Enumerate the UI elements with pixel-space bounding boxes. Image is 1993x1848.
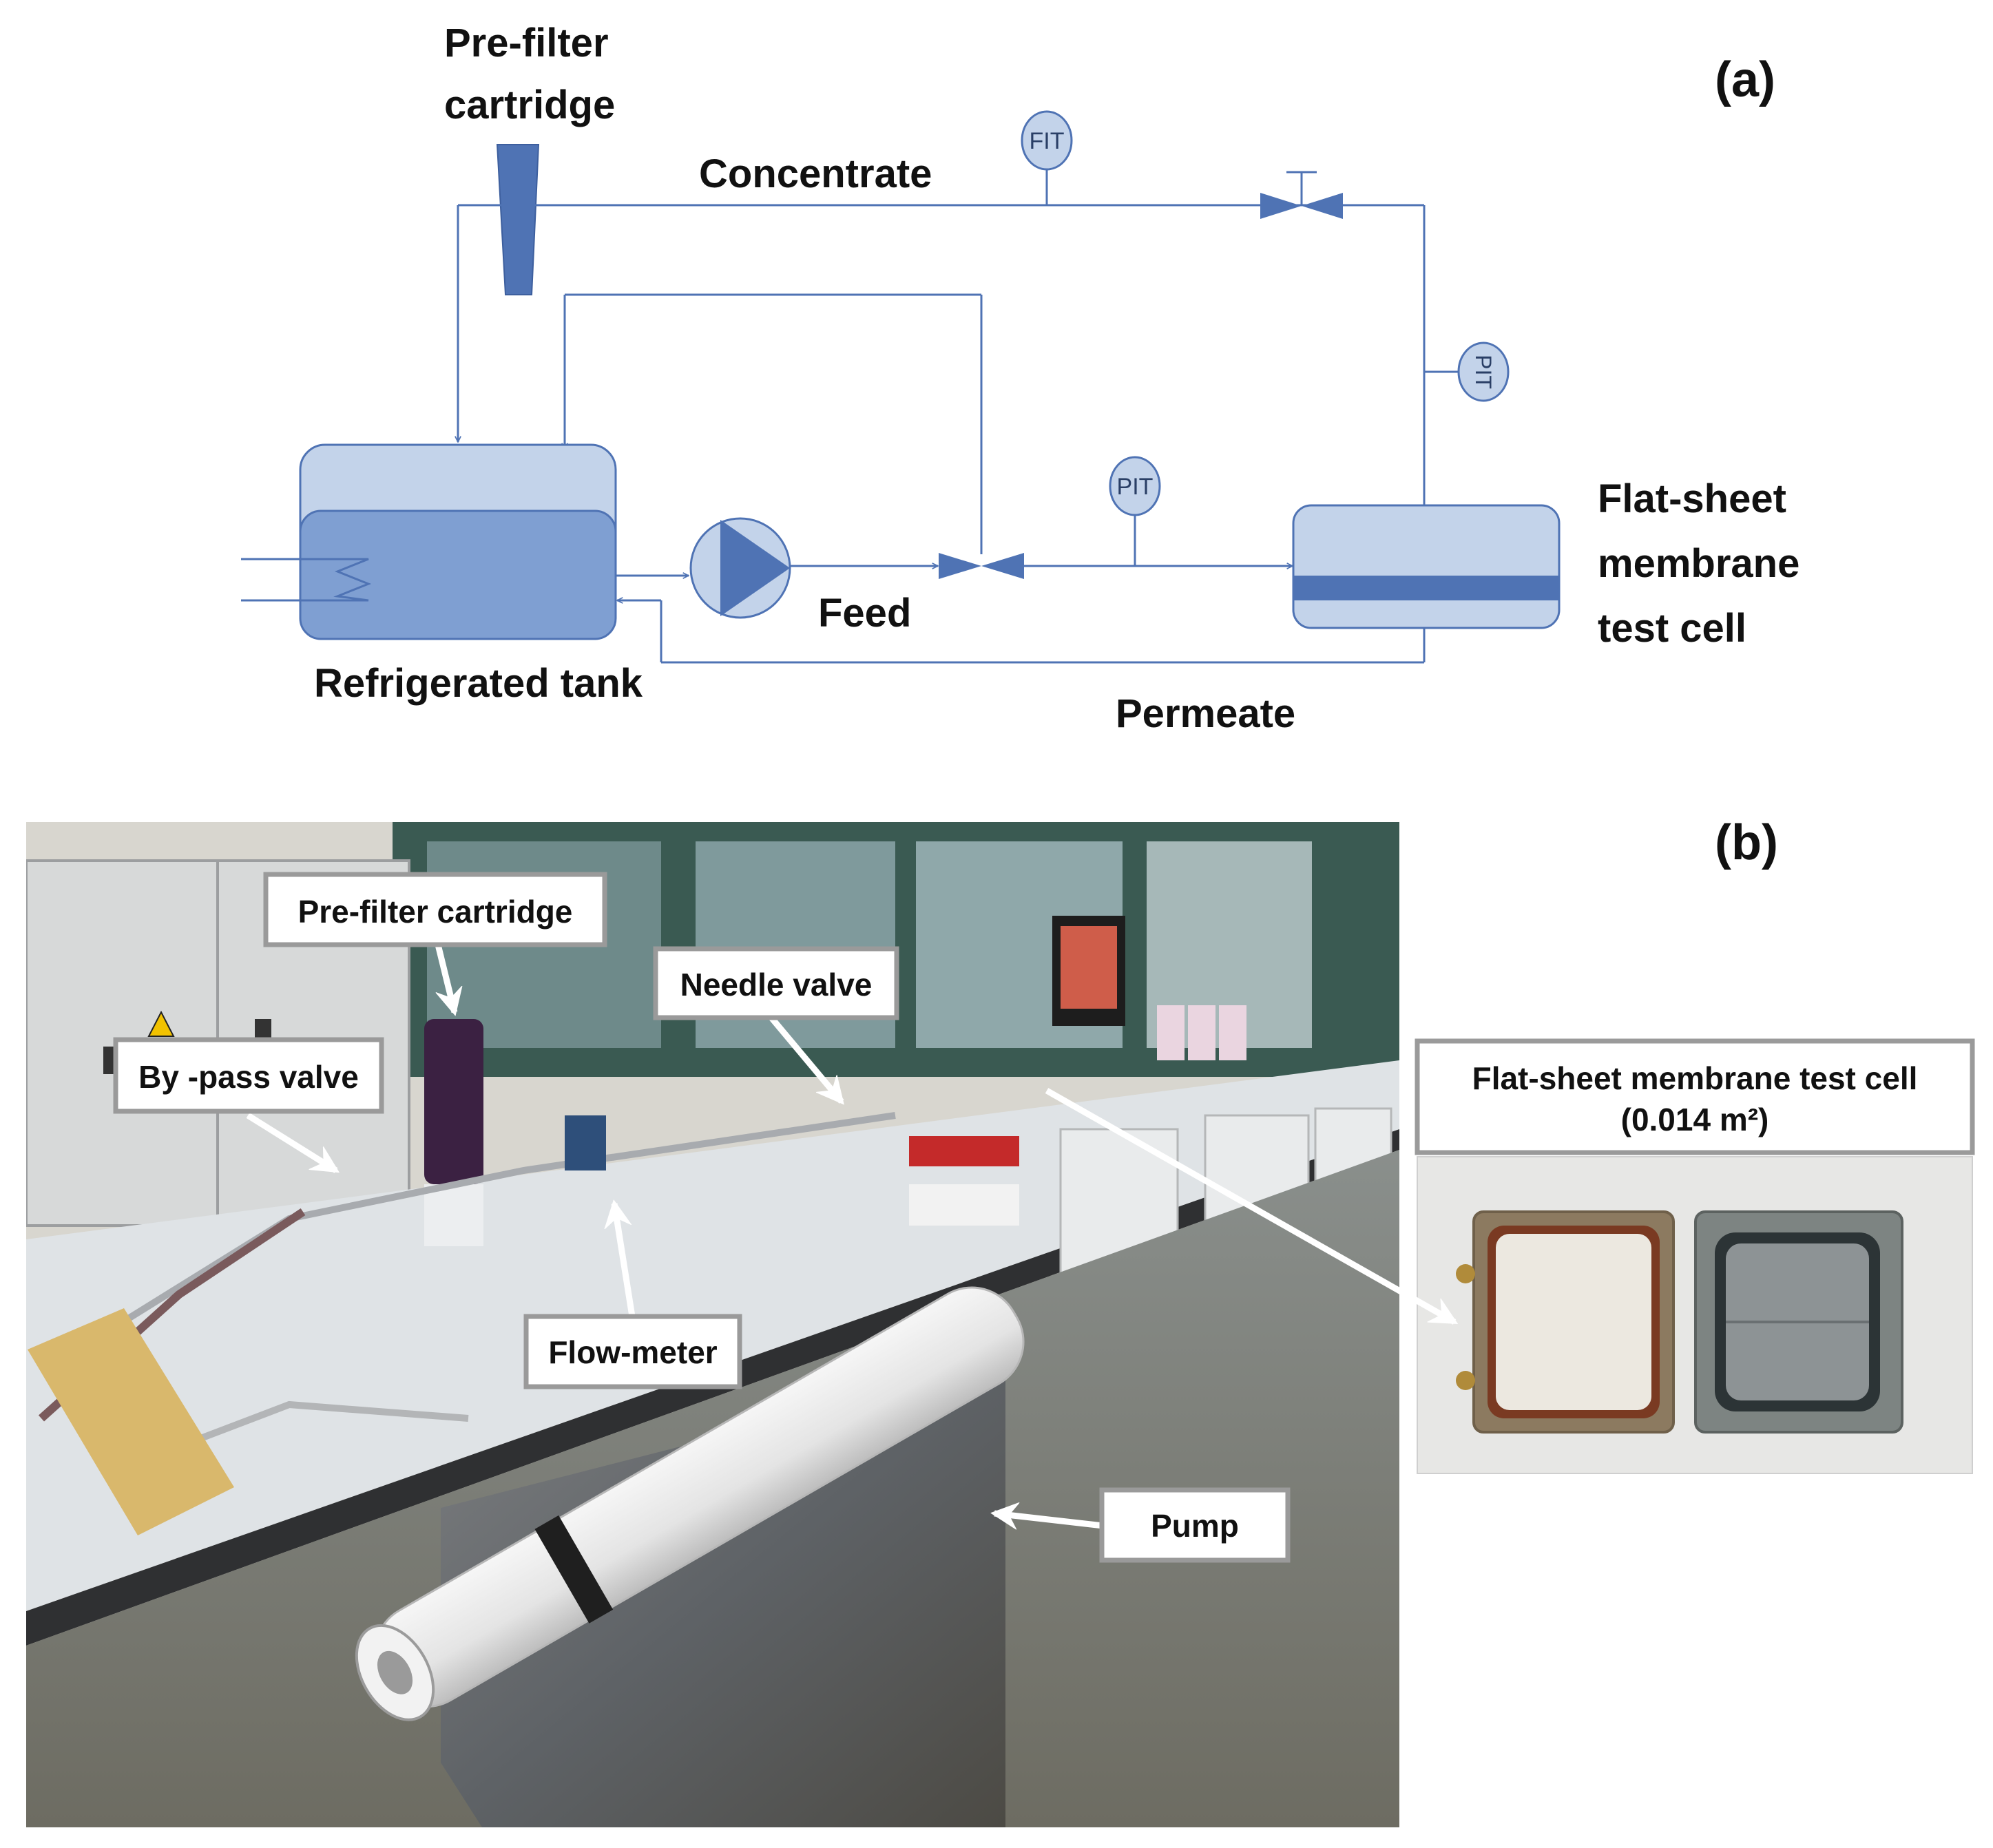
svg-text:Needle valve: Needle valve xyxy=(680,967,873,1002)
svg-text:Pump: Pump xyxy=(1151,1508,1239,1544)
membrane-test-cell xyxy=(1292,504,1561,629)
feed-label: Feed xyxy=(818,591,911,636)
arrow-needle-valve xyxy=(769,1016,842,1102)
svg-text:Flow-meter: Flow-meter xyxy=(548,1334,717,1370)
membrane-label-line2: membrane xyxy=(1598,541,1799,586)
prefilter-label-line2: cartridge xyxy=(444,83,615,127)
arrow-pump xyxy=(994,1513,1104,1526)
svg-text:By -pass valve: By -pass valve xyxy=(138,1059,359,1095)
membrane-label-line1: Flat-sheet xyxy=(1598,476,1786,521)
process-diagram: (a) Pre-filter cartridge Concentrate FIT… xyxy=(241,21,1799,736)
membrane-label-line3: test cell xyxy=(1598,606,1746,651)
callout-needle-valve: Needle valve xyxy=(653,946,899,1020)
svg-text:Pre-filter cartridge: Pre-filter cartridge xyxy=(298,894,573,930)
panel-b-tag: (b) xyxy=(1715,815,1778,870)
pump-housing xyxy=(441,1363,1005,1827)
membrane-sheet xyxy=(1293,576,1559,600)
concentrate-label: Concentrate xyxy=(699,151,932,196)
prefilter-cartridge xyxy=(496,144,540,295)
arrow-prefilter xyxy=(435,943,455,1012)
fit-instrument xyxy=(1021,110,1073,171)
callout-bypass-valve: By -pass valve xyxy=(113,1037,384,1114)
callout-pump: Pump xyxy=(1099,1487,1291,1563)
concentrate-needle-valve xyxy=(1260,193,1302,219)
prefilter-housing xyxy=(424,1019,483,1184)
svg-text:Flat-sheet membrane test cell: Flat-sheet membrane test cell xyxy=(1472,1060,1918,1096)
fit-label: FIT xyxy=(1030,128,1065,154)
arrow-membrane-cell xyxy=(1045,1088,1454,1325)
pit-feed-label: PIT xyxy=(1117,474,1154,500)
pit-vertical-instrument xyxy=(1457,342,1510,402)
prefilter-label-line1: Pre-filter xyxy=(444,21,609,65)
callout-flow-meter: Flow-meter xyxy=(523,1314,742,1389)
permeate-label: Permeate xyxy=(1116,691,1295,736)
panel-a-tag: (a) xyxy=(1715,52,1775,107)
flow-meter-device xyxy=(565,1115,606,1170)
pit-feed-instrument xyxy=(1109,456,1161,516)
membrane-cell-photo xyxy=(1417,1156,1973,1474)
arrow-bypass-valve xyxy=(246,1113,336,1173)
photo-callouts: Pre-filter cartridge Needle valve By -pa… xyxy=(113,872,1975,1563)
cooling-coil xyxy=(241,558,372,602)
pit-vertical-label: PIT xyxy=(1471,355,1496,389)
arrow-flow-meter xyxy=(614,1204,636,1317)
svg-text:(0.014 m²): (0.014 m²) xyxy=(1621,1102,1769,1137)
callout-membrane-cell: Flat-sheet membrane test cell (0.014 m²) xyxy=(1415,1038,1975,1155)
callout-prefilter: Pre-filter cartridge xyxy=(263,872,607,947)
bypass-valve-symbol xyxy=(939,553,981,579)
tank-label: Refrigerated tank xyxy=(314,661,643,706)
